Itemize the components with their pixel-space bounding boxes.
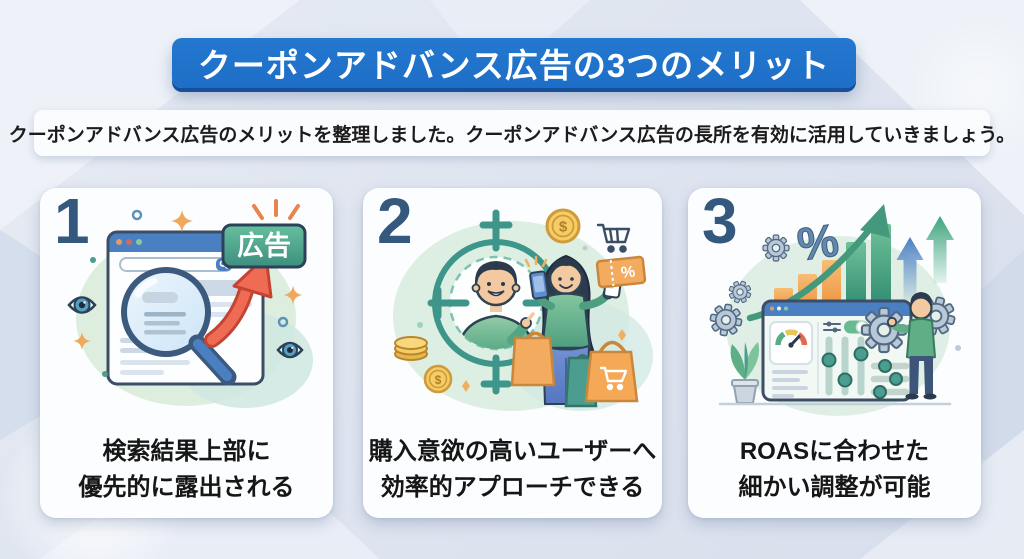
- benefit-card-2: 2: [363, 185, 662, 518]
- decorative-dots: [90, 209, 289, 377]
- caption-line: 優先的に露出される: [78, 474, 295, 501]
- slider-settings-icon: [823, 321, 841, 333]
- caption-line: ROASに合わせた: [739, 438, 930, 465]
- search-ad-illustration: 広告: [67, 199, 313, 408]
- coin-stack-icon: [394, 336, 428, 361]
- decorative-dot: [955, 345, 961, 351]
- coin-symbol: $: [435, 373, 442, 387]
- benefit-card-3: 3: [688, 185, 981, 518]
- man-figure: [455, 261, 537, 349]
- vertical-sliders: [821, 336, 869, 396]
- decorative-dots: [417, 245, 588, 328]
- eye-icon: [276, 341, 304, 359]
- up-arrow-icon: [896, 216, 954, 300]
- page-title: クーポンアドバンス広告の3つのメリット: [197, 47, 831, 84]
- shopping-bag-icon: [584, 340, 639, 403]
- card3-caption: ROASに合わせた 細かい調整が可能: [688, 434, 981, 506]
- magnifier-icon: [121, 267, 237, 386]
- caption-line: 細かい調整が可能: [738, 474, 931, 501]
- gear-icon: [762, 234, 790, 262]
- window-dot: [136, 239, 142, 245]
- cart-icon: [596, 223, 631, 253]
- window-dot: [126, 239, 132, 245]
- coupon-icon: %: [595, 255, 647, 289]
- ad-badge: 広告: [221, 223, 307, 269]
- window-dot: [116, 239, 122, 245]
- shopping-bag-icon: [510, 331, 556, 387]
- card2-illustration: 2: [363, 185, 662, 428]
- title-banner: クーポンアドバンス広告の3つのメリット: [172, 38, 856, 88]
- plant-icon: [730, 342, 760, 404]
- benefit-card-1: 1: [40, 185, 333, 518]
- ad-badge-label: 広告: [237, 230, 291, 261]
- phone-icon: [529, 270, 549, 300]
- percent-symbol: %: [794, 213, 842, 270]
- sparkle-icon: [462, 329, 626, 392]
- target-users-illustration: $ $: [393, 208, 653, 411]
- card3-number: 3: [702, 185, 738, 257]
- eye-icon: [67, 296, 97, 314]
- caption-line: 購入意欲の高いユーザーへ: [368, 438, 657, 465]
- roas-dashboard-illustration: %: [707, 204, 961, 416]
- emphasis-lines: [252, 199, 300, 220]
- card1-caption: 検索結果上部に 優先的に露出される: [40, 434, 333, 506]
- card3-illustration: 3: [688, 185, 981, 428]
- gauge-icon: [775, 329, 808, 348]
- card1-number: 1: [54, 185, 90, 257]
- card1-illustration: 1: [40, 185, 333, 428]
- coin-icon: $: [423, 364, 453, 394]
- person-figure: [886, 292, 937, 400]
- subtitle-bar: クーポンアドバンス広告のメリットを整理しました。クーポンアドバンス広告の長所を有…: [9, 110, 1015, 156]
- text-lines: [772, 370, 808, 398]
- card2-caption: 購入意欲の高いユーザーへ 効率的アプローチできる: [363, 434, 662, 506]
- caption-line: 効率的アプローチできる: [380, 474, 645, 501]
- caption-line: 検索結果上部に: [102, 438, 271, 465]
- coin-icon: $: [545, 208, 581, 244]
- card2-number: 2: [377, 185, 413, 257]
- coupon-percent: %: [620, 264, 636, 282]
- subtitle-text: クーポンアドバンス広告のメリットを整理しました。クーポンアドバンス広告の長所を有…: [8, 124, 1016, 146]
- cart-glyph: [599, 366, 628, 391]
- sparkle-icon: [73, 210, 303, 350]
- sparkle-lines: [524, 255, 548, 268]
- horizontal-sliders: [870, 359, 910, 399]
- arm-with-phone: [524, 255, 555, 310]
- coin-symbol: $: [559, 219, 568, 236]
